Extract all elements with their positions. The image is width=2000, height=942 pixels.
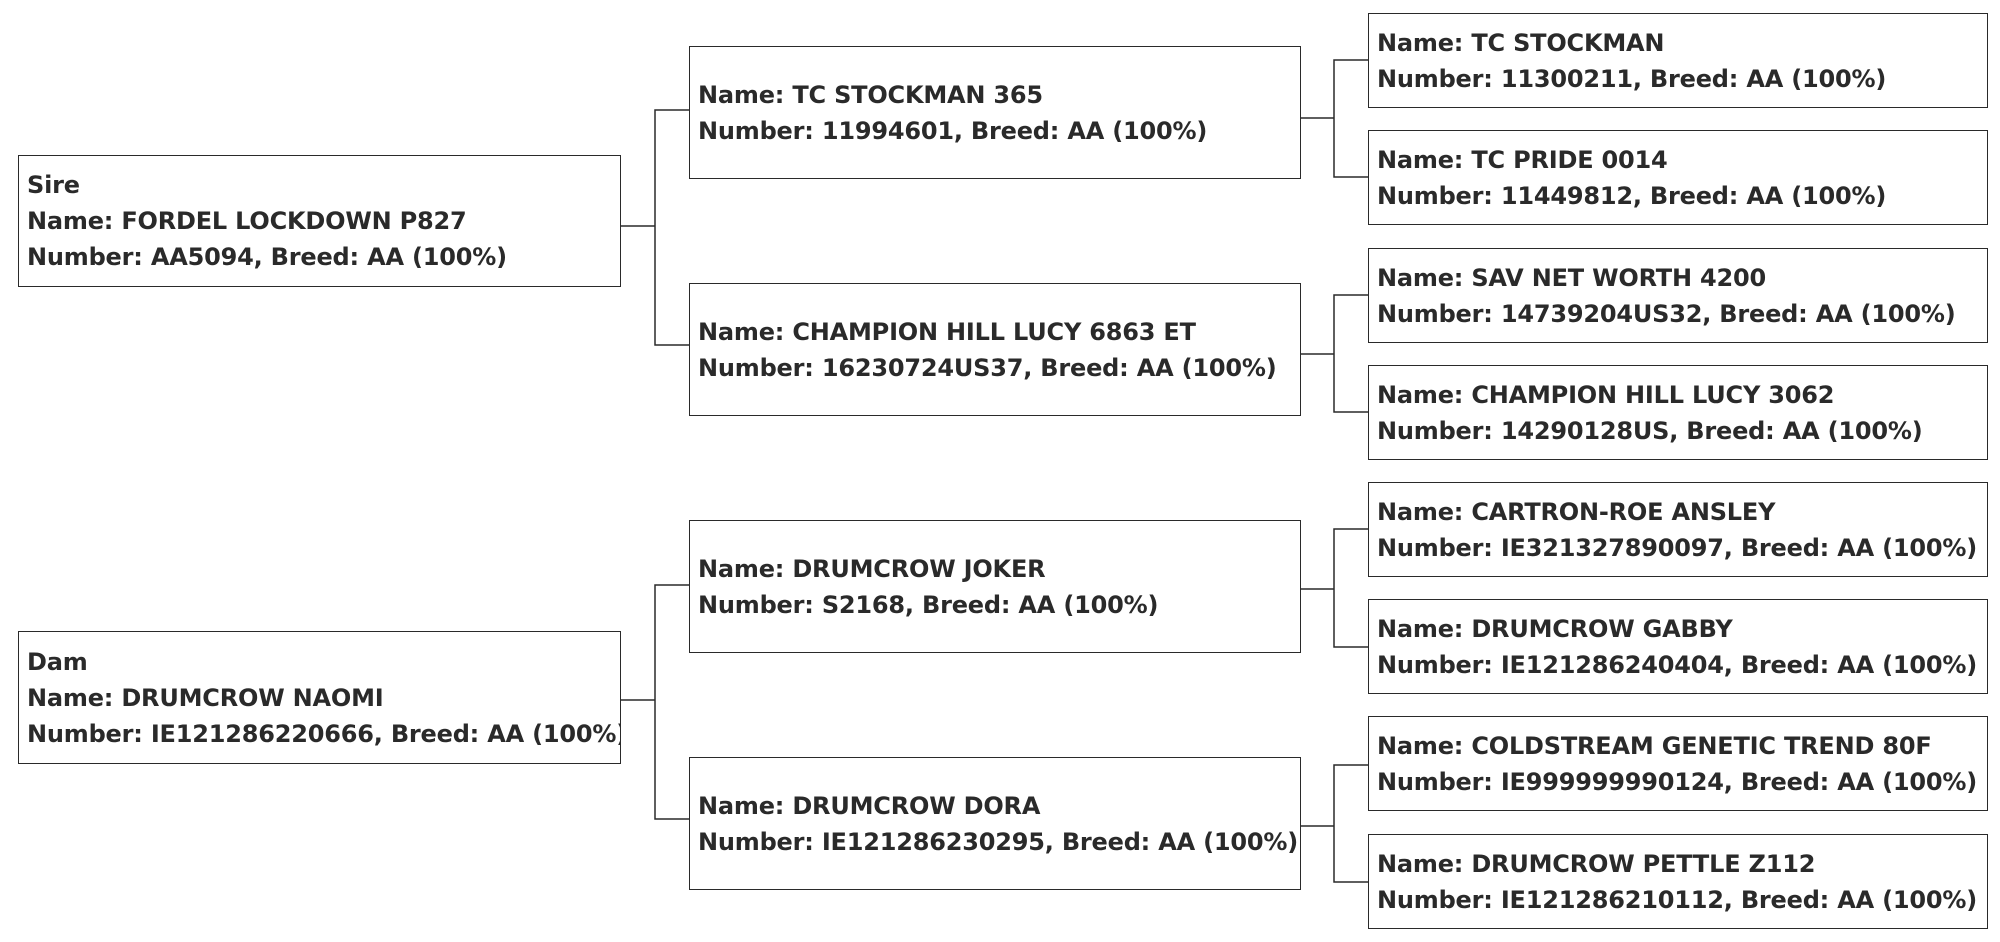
dam-number-line: Number: IE121286220666, Breed: AA (100%) bbox=[27, 719, 621, 748]
sire-node: Sire Name: FORDEL LOCKDOWN P827 Number: … bbox=[18, 155, 621, 287]
dam-dam-sire-node: Name: COLDSTREAM GENETIC TREND 80F Numbe… bbox=[1368, 716, 1988, 811]
dam-node: Dam Name: DRUMCROW NAOMI Number: IE12128… bbox=[18, 631, 621, 764]
sire-dam-number-line: Number: 16230724US37, Breed: AA (100%) bbox=[698, 353, 1277, 382]
sire-number-line: Number: AA5094, Breed: AA (100%) bbox=[27, 243, 507, 271]
sire-sire-dam-number-line: Number: 11449812, Breed: AA (100%) bbox=[1377, 181, 1887, 210]
connector-sire-parents bbox=[621, 109, 689, 346]
dam-sire-dam-node: Name: DRUMCROW GABBY Number: IE121286240… bbox=[1368, 599, 1988, 694]
dam-sire-sire-name-line: Name: CARTRON-ROE ANSLEY bbox=[1377, 497, 1776, 526]
dam-dam-node: Name: DRUMCROW DORA Number: IE1212862302… bbox=[689, 757, 1301, 890]
connector-dam-dam-parents bbox=[1301, 764, 1368, 883]
sire-sire-name-line: Name: TC STOCKMAN 365 bbox=[698, 80, 1043, 109]
sire-role-label: Sire bbox=[27, 171, 80, 199]
sire-dam-dam-node: Name: CHAMPION HILL LUCY 3062 Number: 14… bbox=[1368, 365, 1988, 460]
dam-dam-number-line: Number: IE121286230295, Breed: AA (100%) bbox=[698, 827, 1299, 856]
connector-dam-sire-parents bbox=[1301, 528, 1368, 648]
dam-sire-number-line: Number: S2168, Breed: AA (100%) bbox=[698, 590, 1159, 619]
dam-dam-dam-node: Name: DRUMCROW PETTLE Z112 Number: IE121… bbox=[1368, 834, 1988, 929]
dam-sire-name-line: Name: DRUMCROW JOKER bbox=[698, 554, 1046, 583]
connector-sire-sire-parents bbox=[1301, 59, 1368, 178]
sire-sire-number-line: Number: 11994601, Breed: AA (100%) bbox=[698, 116, 1208, 145]
dam-sire-sire-number-line: Number: IE321327890097, Breed: AA (100%) bbox=[1377, 533, 1978, 562]
dam-name-line: Name: DRUMCROW NAOMI bbox=[27, 683, 384, 712]
sire-sire-sire-node: Name: TC STOCKMAN Number: 11300211, Bree… bbox=[1368, 13, 1988, 108]
dam-dam-dam-number-line: Number: IE121286210112, Breed: AA (100%) bbox=[1377, 885, 1978, 914]
sire-sire-node: Name: TC STOCKMAN 365 Number: 11994601, … bbox=[689, 46, 1301, 179]
sire-sire-dam-node: Name: TC PRIDE 0014 Number: 11449812, Br… bbox=[1368, 130, 1988, 225]
sire-dam-name-line: Name: CHAMPION HILL LUCY 6863 ET bbox=[698, 317, 1196, 346]
dam-sire-sire-node: Name: CARTRON-ROE ANSLEY Number: IE32132… bbox=[1368, 482, 1988, 577]
sire-dam-sire-node: Name: SAV NET WORTH 4200 Number: 1473920… bbox=[1368, 248, 1988, 343]
dam-sire-node: Name: DRUMCROW JOKER Number: S2168, Bree… bbox=[689, 520, 1301, 653]
connector-dam-parents bbox=[621, 584, 689, 820]
dam-role-label: Dam bbox=[27, 647, 88, 676]
sire-dam-dam-number-line: Number: 14290128US, Breed: AA (100%) bbox=[1377, 416, 1923, 445]
sire-name-line: Name: FORDEL LOCKDOWN P827 bbox=[27, 207, 467, 235]
dam-sire-dam-number-line: Number: IE121286240404, Breed: AA (100%) bbox=[1377, 650, 1978, 679]
connector-sire-dam-parents bbox=[1301, 294, 1368, 413]
dam-dam-name-line: Name: DRUMCROW DORA bbox=[698, 791, 1041, 820]
sire-dam-sire-number-line: Number: 14739204US32, Breed: AA (100%) bbox=[1377, 299, 1956, 328]
sire-sire-sire-name-line: Name: TC STOCKMAN bbox=[1377, 28, 1665, 57]
dam-dam-dam-name-line: Name: DRUMCROW PETTLE Z112 bbox=[1377, 849, 1816, 878]
sire-dam-dam-name-line: Name: CHAMPION HILL LUCY 3062 bbox=[1377, 380, 1835, 409]
dam-dam-sire-number-line: Number: IE999999990124, Breed: AA (100%) bbox=[1377, 767, 1978, 796]
dam-sire-dam-name-line: Name: DRUMCROW GABBY bbox=[1377, 614, 1733, 643]
dam-dam-sire-name-line: Name: COLDSTREAM GENETIC TREND 80F bbox=[1377, 731, 1932, 760]
sire-dam-node: Name: CHAMPION HILL LUCY 6863 ET Number:… bbox=[689, 283, 1301, 416]
sire-sire-sire-number-line: Number: 11300211, Breed: AA (100%) bbox=[1377, 64, 1887, 93]
sire-dam-sire-name-line: Name: SAV NET WORTH 4200 bbox=[1377, 263, 1766, 292]
sire-sire-dam-name-line: Name: TC PRIDE 0014 bbox=[1377, 145, 1668, 174]
